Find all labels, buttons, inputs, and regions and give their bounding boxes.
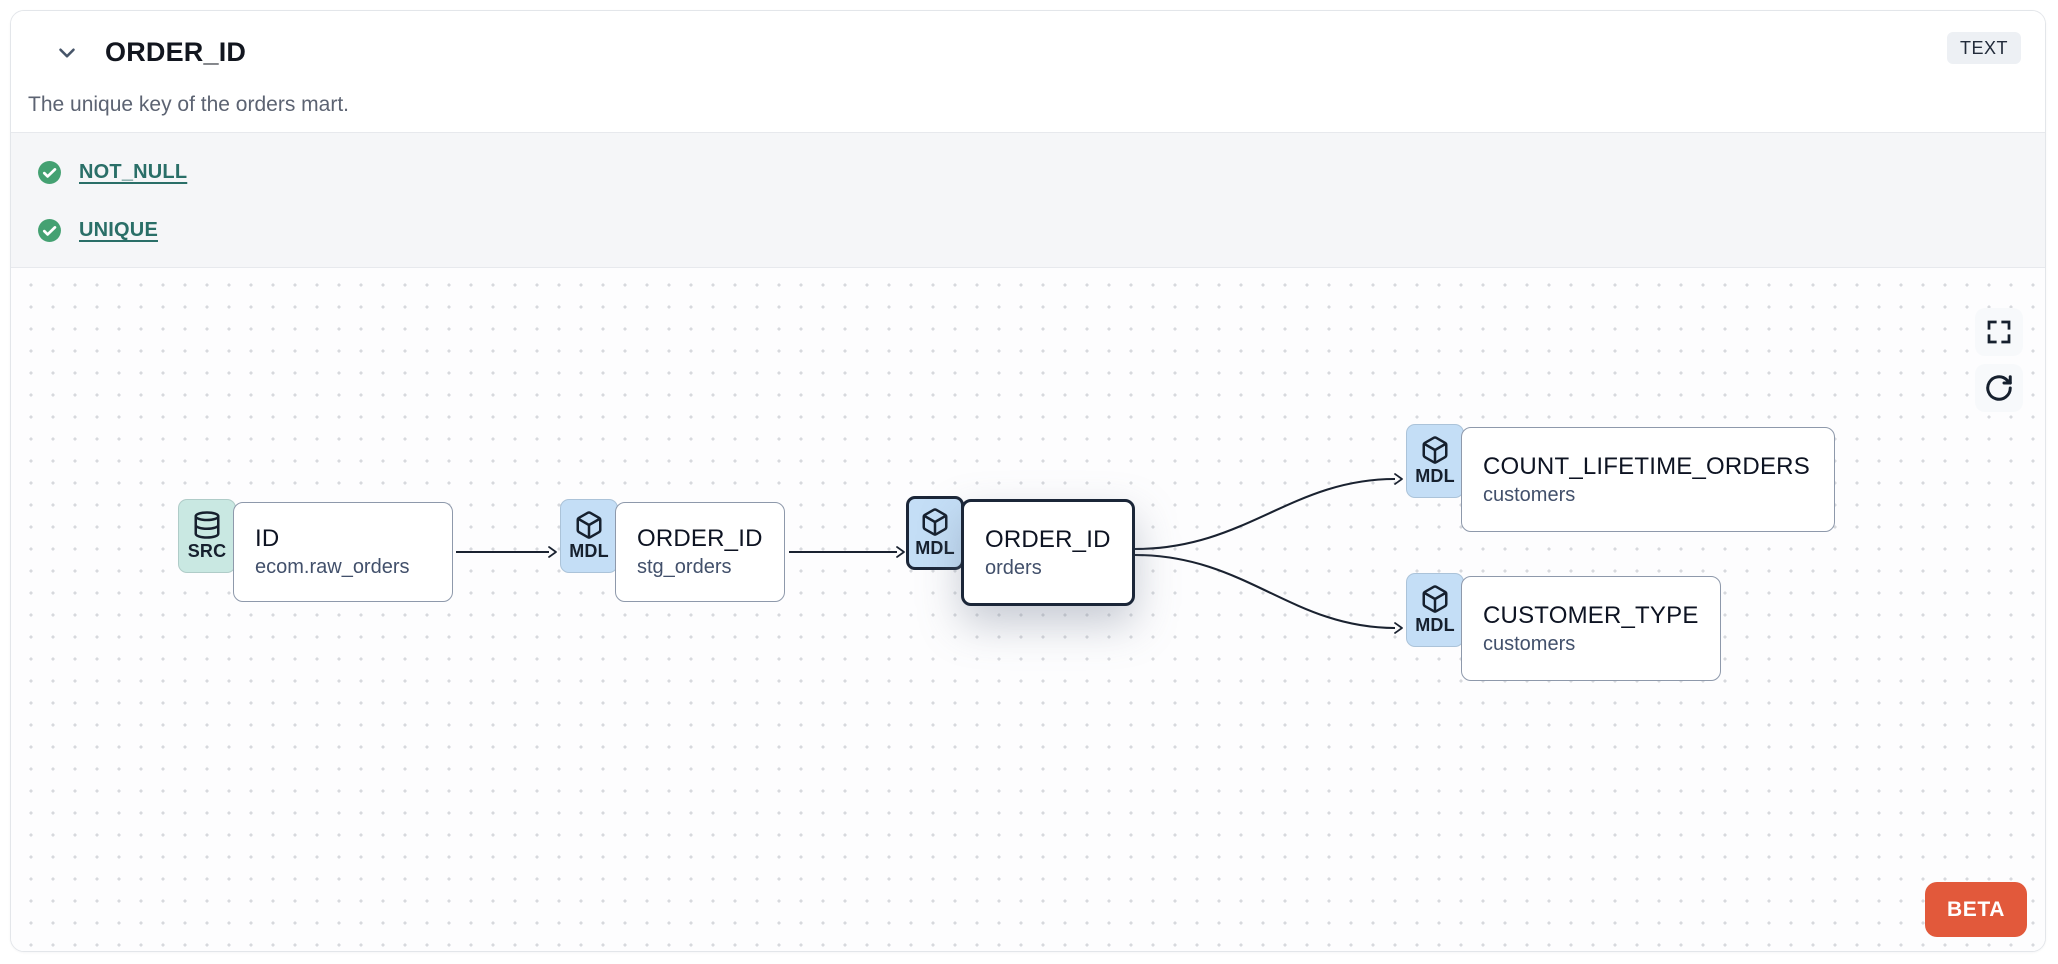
lineage-node-customer-type[interactable]: MDL CUSTOMER_TYPE customers: [1406, 573, 1721, 681]
node-type-label: MDL: [1415, 615, 1455, 635]
cube-icon: [574, 510, 604, 540]
node-type-label: MDL: [1415, 466, 1455, 486]
lineage-edges: [456, 473, 1403, 634]
cube-icon: [920, 507, 950, 537]
edge: [1134, 553, 1403, 634]
fullscreen-button[interactable]: [1975, 308, 2023, 356]
refresh-button[interactable]: [1975, 364, 2023, 412]
node-title: ORDER_ID: [637, 525, 763, 552]
node-card: ID ecom.raw_orders: [233, 502, 453, 602]
fullscreen-icon: [1984, 317, 2014, 347]
lineage-node-orders-order-id[interactable]: MDL ORDER_ID orders: [906, 496, 1135, 606]
cube-icon: [1420, 584, 1450, 614]
node-type-badge: MDL: [1406, 573, 1464, 647]
node-type-label: SRC: [187, 541, 227, 561]
test-link-unique[interactable]: UNIQUE: [79, 218, 158, 241]
node-card: CUSTOMER_TYPE customers: [1461, 576, 1721, 681]
lineage-canvas[interactable]: SRC ID ecom.raw_orders MDL ORDER_ID stg_…: [11, 268, 2045, 951]
column-type-badge: TEXT: [1946, 32, 2021, 64]
column-title: ORDER_ID: [105, 37, 247, 67]
panel-header: ORDER_ID TEXT The unique key of the orde…: [11, 11, 2045, 132]
edge: [1134, 473, 1403, 551]
node-subtitle: stg_orders: [637, 556, 732, 578]
column-description: The unique key of the orders mart.: [28, 93, 349, 116]
node-type-badge: MDL: [560, 499, 618, 573]
check-circle-icon: [37, 160, 62, 185]
lineage-node-source-id[interactable]: SRC ID ecom.raw_orders: [178, 499, 453, 602]
cube-icon: [1420, 435, 1450, 465]
chevron-down-icon[interactable]: [53, 39, 81, 67]
node-card: COUNT_LIFETIME_ORDERS customers: [1461, 427, 1835, 532]
node-title: ORDER_ID: [985, 525, 1111, 553]
node-subtitle: customers: [1483, 632, 1576, 655]
test-row: UNIQUE: [37, 217, 2045, 243]
test-link-not-null[interactable]: NOT_NULL: [79, 160, 188, 183]
node-card: ORDER_ID orders: [961, 499, 1135, 606]
node-type-badge: MDL: [906, 496, 964, 570]
lineage-node-stg-order-id[interactable]: MDL ORDER_ID stg_orders: [560, 499, 785, 602]
refresh-icon: [1984, 373, 2014, 403]
node-type-badge: SRC: [178, 499, 236, 573]
canvas-controls: [1975, 308, 2023, 412]
node-card: ORDER_ID stg_orders: [615, 502, 785, 602]
check-circle-icon: [37, 218, 62, 243]
node-subtitle: ecom.raw_orders: [255, 556, 410, 578]
node-subtitle: customers: [1483, 483, 1576, 506]
beta-badge: BETA: [1924, 882, 2027, 937]
column-detail-panel: ORDER_ID TEXT The unique key of the orde…: [10, 10, 2046, 952]
node-title: COUNT_LIFETIME_ORDERS: [1483, 452, 1810, 480]
node-title: ID: [255, 525, 280, 552]
lineage-node-count-lifetime-orders[interactable]: MDL COUNT_LIFETIME_ORDERS customers: [1406, 424, 1835, 532]
test-row: NOT_NULL: [37, 159, 2045, 185]
node-subtitle: orders: [985, 556, 1042, 579]
tests-section: NOT_NULL UNIQUE: [11, 132, 2045, 268]
node-type-label: MDL: [569, 541, 609, 561]
node-type-badge: MDL: [1406, 424, 1464, 498]
node-type-label: MDL: [915, 538, 955, 558]
node-title: CUSTOMER_TYPE: [1483, 601, 1699, 629]
database-icon: [192, 510, 222, 540]
